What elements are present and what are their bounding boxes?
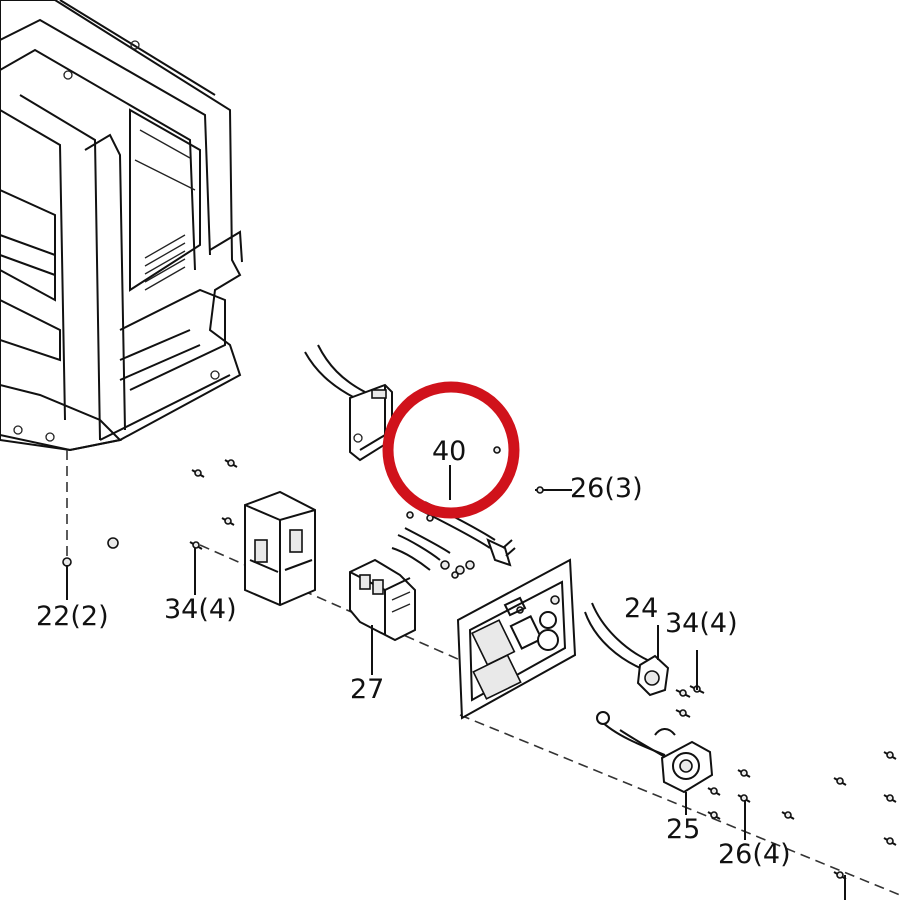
control-panel-plate <box>456 558 577 720</box>
switch-with-wires <box>304 344 393 462</box>
callout-26-4: 26(4) <box>718 839 791 870</box>
cabinet-frame <box>0 0 243 452</box>
callout-25: 25 <box>666 814 700 845</box>
callout-24: 24 <box>624 593 658 624</box>
callout-leaders <box>449 465 572 500</box>
wire-harness <box>391 511 475 579</box>
highlight-circle <box>382 381 520 519</box>
callout-40: 40 <box>432 436 466 467</box>
callout-27: 27 <box>350 674 384 705</box>
bracket-box <box>244 490 316 607</box>
callout-34-4-left: 34(4) <box>164 594 237 625</box>
cable-gland-part-24 <box>584 602 670 697</box>
callout-22-2: 22(2) <box>36 601 109 632</box>
callout-34-4-right: 34(4) <box>665 608 738 639</box>
socket-part-25 <box>596 711 714 815</box>
circuit-breaker-part-27 <box>349 558 416 675</box>
screws <box>62 459 897 900</box>
assembly-guide-lines <box>66 450 900 896</box>
callout-26-3: 26(3) <box>570 473 643 504</box>
